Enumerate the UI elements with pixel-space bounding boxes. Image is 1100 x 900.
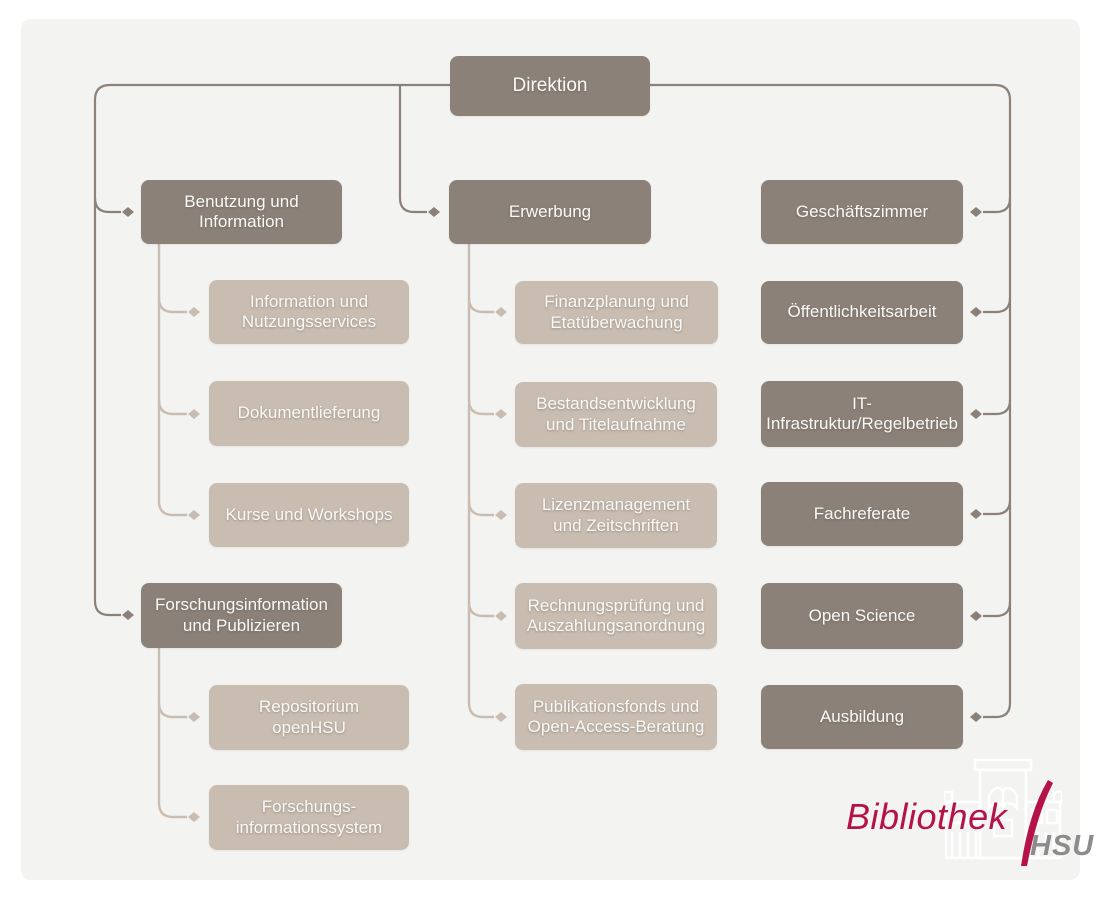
library-logo: Bibliothek HSU: [846, 750, 1095, 875]
logo-slash-icon: [1021, 780, 1053, 866]
node-bestandsentwicklung-und-titelaufnahme: Bestandsentwicklung und Titelaufnahme: [515, 382, 717, 447]
node-geschaeftszimmer: Geschäftszimmer: [761, 180, 963, 244]
node-erwerbung: Erwerbung: [449, 180, 651, 244]
node-ausbildung: Ausbildung: [761, 685, 963, 749]
node-repositorium-openhsu: Repositorium openHSU: [209, 685, 409, 750]
node-dokumentlieferung: Dokumentlieferung: [209, 381, 409, 446]
logo-wordmark: Bibliothek: [846, 796, 1008, 837]
node-forschungsinformation-und-publizieren: Forschungsinformation und Publizieren: [141, 583, 342, 648]
node-information-und-nutzungsservices: Information und Nutzungsservices: [209, 280, 409, 344]
node-open-science: Open Science: [761, 583, 963, 649]
node-oeffentlichkeitsarbeit: Öffentlichkeitsarbeit: [761, 281, 963, 344]
node-publikationsfonds-und-open-access-beratung: Publikationsfonds und Open-Access-Beratu…: [515, 684, 717, 750]
node-fachreferate: Fachreferate: [761, 482, 963, 546]
node-kurse-und-workshops: Kurse und Workshops: [209, 483, 409, 547]
node-rechnungspruefung-und-auszahlungsanordnung: Rechnungsprüfung und Auszahlungsanordnun…: [515, 583, 717, 649]
node-direktion: Direktion: [450, 56, 650, 116]
node-finanzplanung-und-etatueberwachung: Finanzplanung und Etatüberwachung: [515, 281, 718, 344]
node-it-infrastruktur-regelbetrieb: IT-Infrastruktur/Regelbetrieb: [761, 381, 963, 447]
node-benutzung-und-information: Benutzung und Information: [141, 180, 342, 244]
logo-acronym: HSU: [1030, 830, 1095, 862]
node-lizenzmanagement-und-zeitschriften: Lizenzmanagement und Zeitschriften: [515, 483, 717, 548]
node-forschungsinformationssystem: Forschungs-informationssystem: [209, 785, 409, 850]
